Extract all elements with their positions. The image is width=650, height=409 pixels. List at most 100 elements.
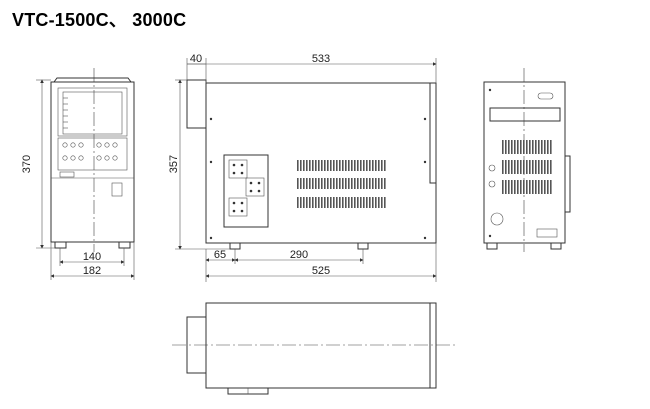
vent-slot [547, 140, 549, 154]
vent-slot [532, 160, 534, 174]
vent-slot [511, 180, 513, 194]
front-height-label: 370 [21, 155, 33, 173]
vent-slot [526, 160, 528, 174]
vent-slot [297, 197, 299, 208]
vent-slot [541, 140, 543, 154]
side-front-protrusion [186, 79, 207, 129]
vent-slot [505, 180, 507, 194]
vent-slot [357, 197, 359, 208]
vent-slot [550, 180, 552, 194]
side-foot-span-label: 290 [290, 249, 308, 261]
vent-slot [339, 160, 341, 171]
vent-slot [330, 178, 332, 189]
vent-slot [345, 178, 347, 189]
front-inner-width-label: 140 [83, 251, 101, 263]
vent-slot [547, 160, 549, 174]
vent-slot [363, 197, 365, 208]
vent-slot [333, 160, 335, 171]
side-foot-2 [357, 242, 369, 250]
vent-slot [550, 160, 552, 174]
vent-slot [336, 178, 338, 189]
vent-slot [505, 140, 507, 154]
vent-slot [300, 178, 302, 189]
vent-slot [520, 180, 522, 194]
vent-slot [327, 178, 329, 189]
vent-slot [300, 160, 302, 171]
vent-slot [324, 197, 326, 208]
vent-slot [511, 160, 513, 174]
vent-slot [541, 160, 543, 174]
vent-slot [342, 178, 344, 189]
vent-slot [330, 160, 332, 171]
vent-slot [312, 160, 314, 171]
vent-slot [366, 178, 368, 189]
side-view: 40 533 357 65 290 525 [168, 53, 437, 282]
vent-slot [378, 197, 380, 208]
side-rear-handle [429, 82, 437, 184]
rear-connector [537, 92, 554, 100]
top-rear-handle [429, 302, 437, 389]
vent-slot [336, 197, 338, 208]
top-view [172, 302, 455, 395]
vent-slot [333, 178, 335, 189]
vent-slot [363, 178, 365, 189]
vent-slot [351, 178, 353, 189]
vent-slot [309, 160, 311, 171]
vent-slot [381, 197, 383, 208]
vent-slot [378, 178, 380, 189]
rear-vent-grille [502, 140, 552, 194]
front-display-screen [62, 91, 123, 135]
vent-slot [321, 197, 323, 208]
vent-slot [342, 160, 344, 171]
side-screws [209, 117, 427, 240]
vent-slot [514, 160, 516, 174]
vent-slot [363, 160, 365, 171]
vent-slot [372, 178, 374, 189]
side-foot-offset-label: 65 [214, 249, 226, 261]
vent-slot [523, 140, 525, 154]
vent-slot [508, 180, 510, 194]
vent-slot [529, 140, 531, 154]
vent-slot [321, 178, 323, 189]
vent-slot [336, 160, 338, 171]
vent-slot [517, 160, 519, 174]
vent-slot [502, 160, 504, 174]
vent-slot [372, 160, 374, 171]
vent-slot [315, 178, 317, 189]
vent-slot [520, 160, 522, 174]
vent-slot [529, 180, 531, 194]
vent-slot [529, 160, 531, 174]
rear-port-2 [488, 180, 496, 188]
vent-slot [330, 197, 332, 208]
vent-slot [345, 197, 347, 208]
vent-slot [375, 197, 377, 208]
front-view: 370 140 182 [21, 68, 135, 280]
rear-view [483, 68, 571, 252]
vent-slot [354, 160, 356, 171]
vent-slot [375, 178, 377, 189]
vent-slot [357, 160, 359, 171]
side-vent-slots [297, 160, 386, 208]
vent-slot [354, 178, 356, 189]
vent-slot [312, 197, 314, 208]
vent-slot [384, 197, 386, 208]
vent-slot [535, 160, 537, 174]
vent-slot [348, 197, 350, 208]
vent-slot [348, 160, 350, 171]
vent-slot [514, 140, 516, 154]
vent-slot [303, 197, 305, 208]
vent-slot [538, 160, 540, 174]
side-foot-1 [229, 242, 241, 250]
vent-slot [351, 197, 353, 208]
vent-slot [315, 197, 317, 208]
vent-slot [327, 197, 329, 208]
vent-slot [378, 160, 380, 171]
vent-slot [369, 197, 371, 208]
vent-slot [306, 178, 308, 189]
vent-slot [351, 160, 353, 171]
vent-slot [511, 140, 513, 154]
vent-slot [327, 160, 329, 171]
vent-slot [523, 180, 525, 194]
vent-slot [544, 140, 546, 154]
